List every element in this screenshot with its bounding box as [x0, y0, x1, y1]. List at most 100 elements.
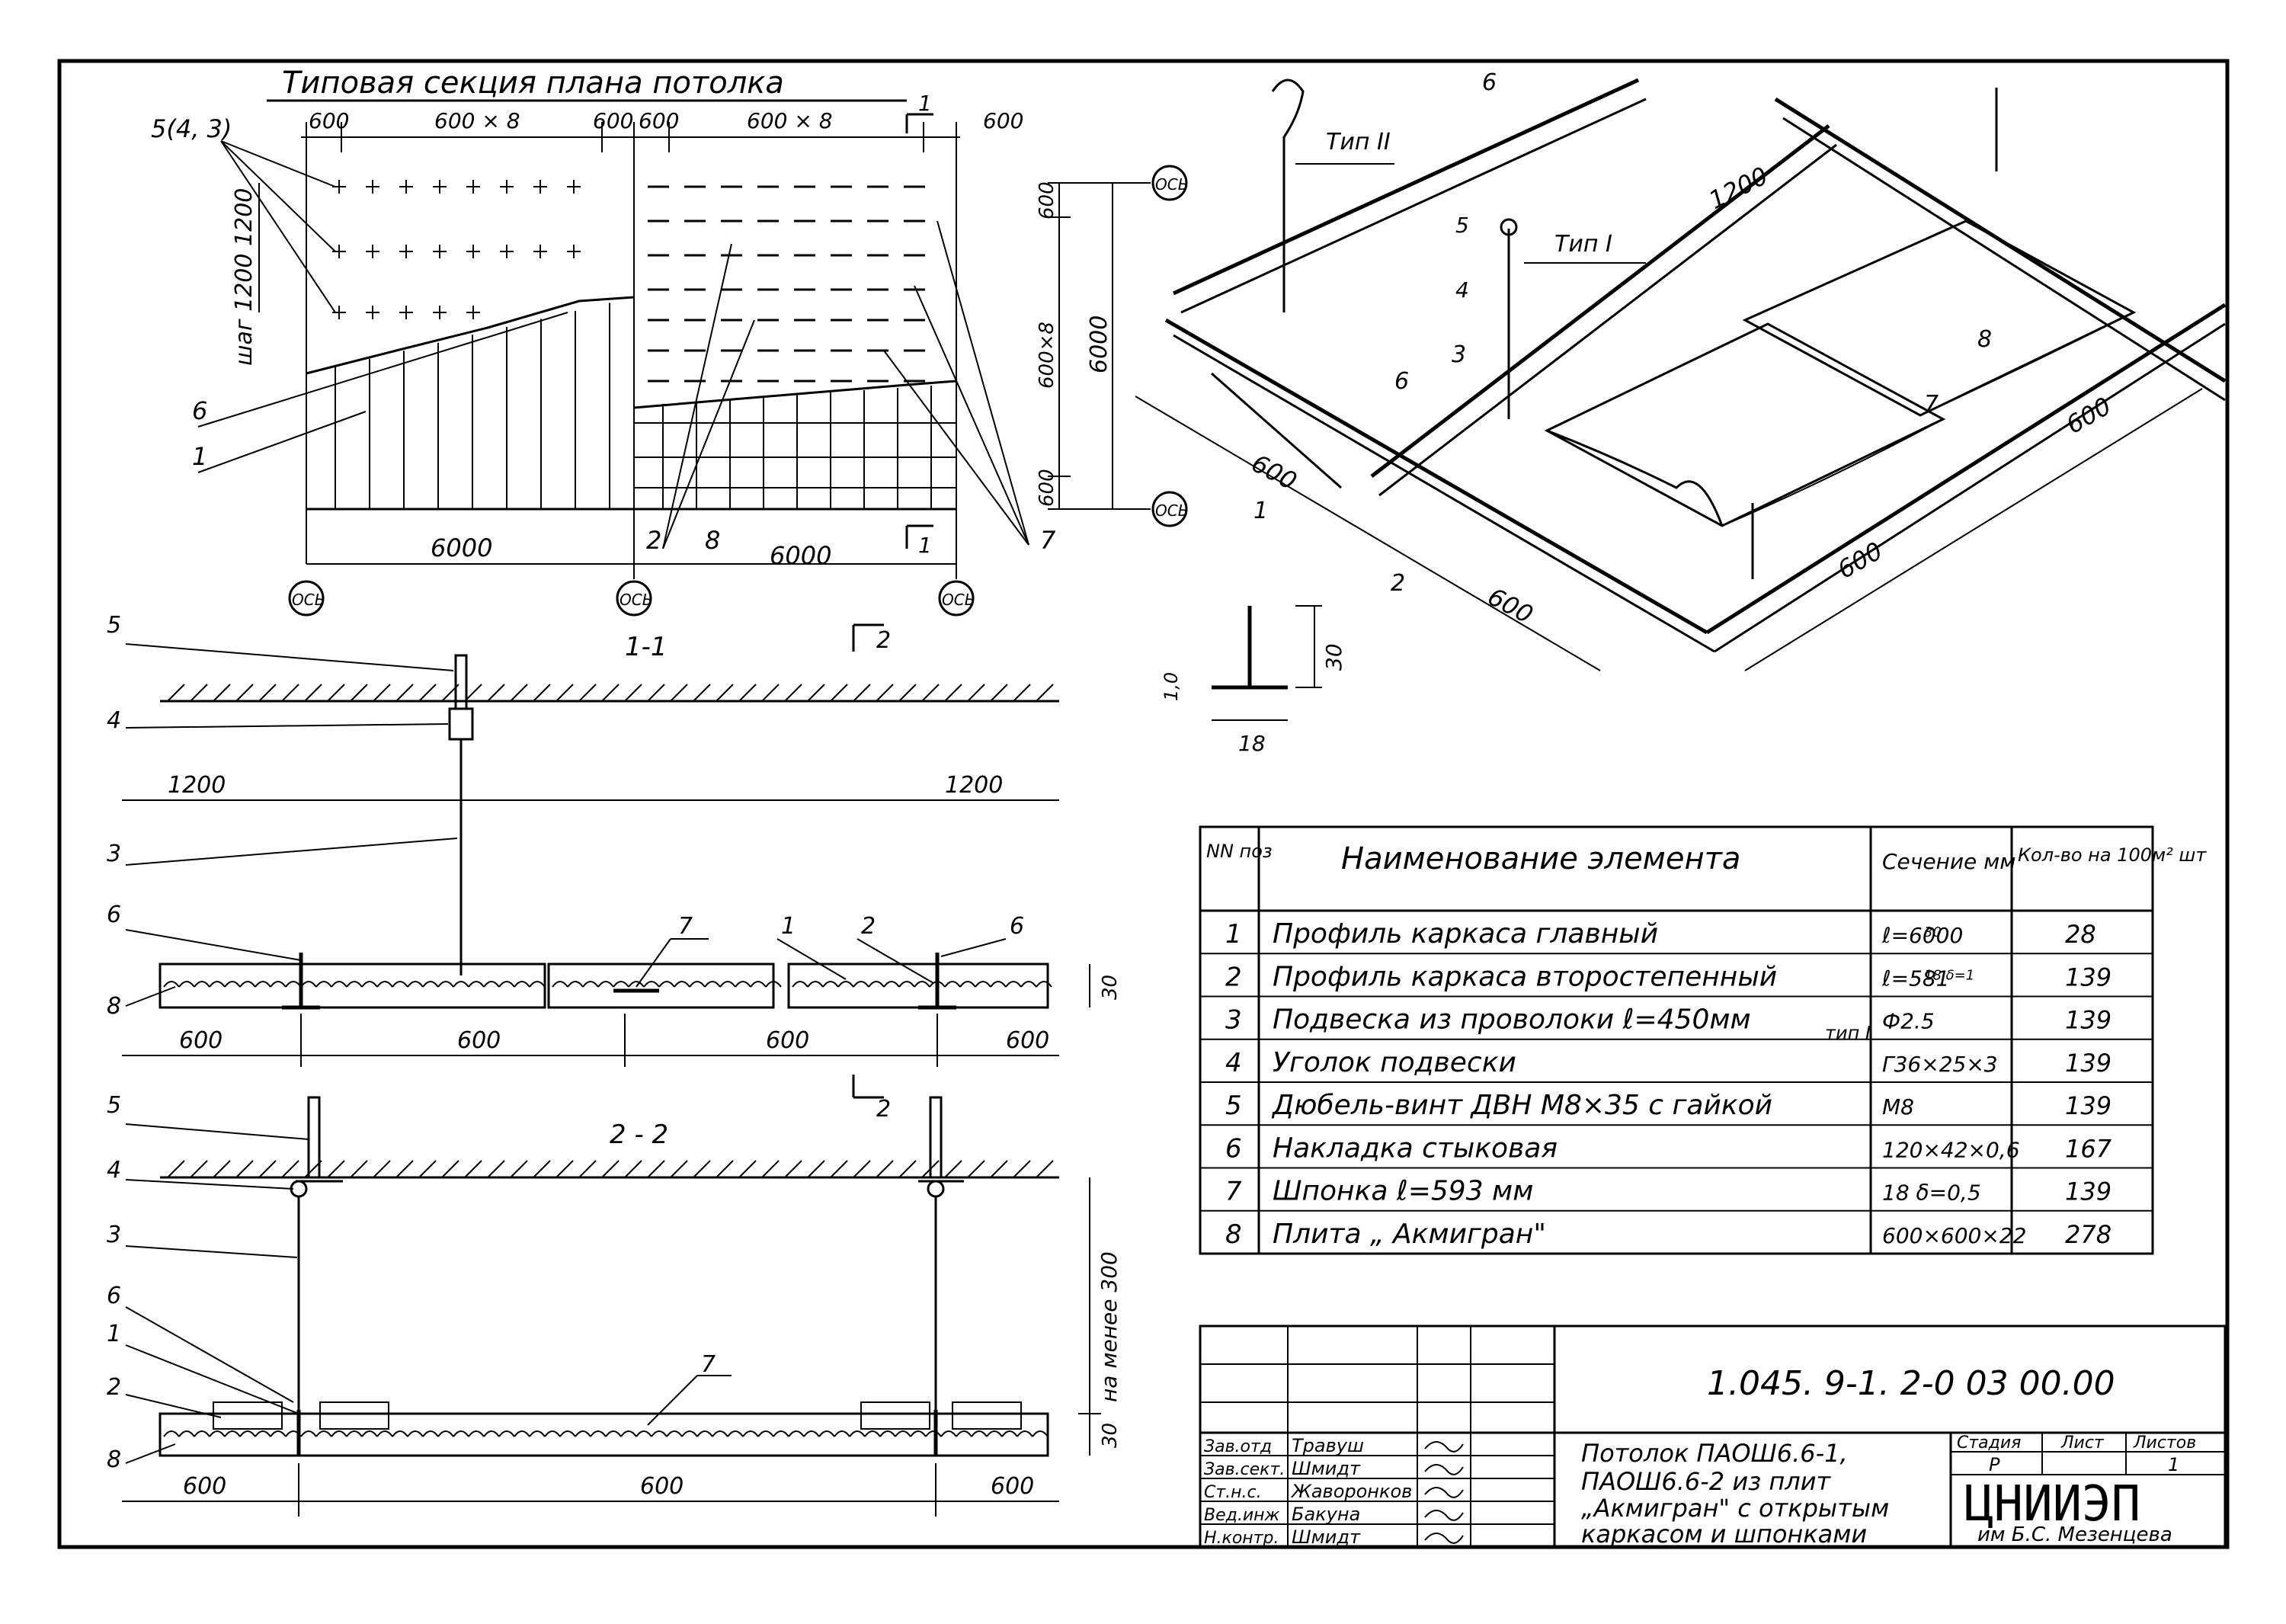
hatch-line [327, 1160, 345, 1178]
section-label: 1 [107, 1321, 121, 1347]
hatch-line [281, 684, 299, 702]
plan-leader-label: 7 [1040, 526, 1056, 555]
section-label: 8 [107, 1446, 121, 1473]
plan-crosses [332, 180, 581, 319]
row-section: ℓ=581 [1881, 966, 1949, 991]
doc-code: 1.045. 9-1. 2-0 03 00.00 [1707, 1364, 2115, 1403]
iso-label: 1 [1253, 498, 1268, 524]
plan-dim-top: 600 × 8 [434, 108, 520, 133]
table-header: Сечение мм [1882, 849, 2015, 874]
plan-tee-dashes [648, 185, 925, 383]
sheet-frame [57, 59, 2230, 1549]
hatch-line [693, 684, 711, 702]
plan-section-marker: 1 [918, 91, 932, 116]
row-section: 18 δ=0,5 [1882, 1180, 1981, 1206]
row-qty: 139 [2065, 1006, 2112, 1035]
hatch-line [578, 684, 597, 702]
section-label: 3 [107, 1222, 121, 1248]
signature [1424, 1441, 1464, 1453]
plan-leader-label: 1 [192, 442, 207, 471]
hatch-line [350, 1160, 368, 1178]
dowel-screw [307, 1096, 321, 1179]
hatch-line [967, 684, 985, 702]
hatch-line [830, 1160, 848, 1178]
hatch-line [784, 684, 802, 702]
axis-bubble [288, 580, 325, 617]
section-dim: 600 [640, 1473, 684, 1500]
hatch-line [990, 1160, 1008, 1178]
hatch-line [235, 684, 254, 702]
hatch-line [624, 684, 642, 702]
hatch-line [373, 1160, 391, 1178]
plan-section-marker: 1 [918, 533, 932, 558]
hatch-line [555, 684, 574, 702]
axis-bubble-label: ОСЬ [1155, 501, 1188, 520]
hatch-line [555, 1160, 574, 1178]
hatch-line [784, 1160, 802, 1178]
hatch-line [647, 684, 665, 702]
hatch-line [235, 1160, 254, 1178]
section-dim: 30 [1099, 975, 1122, 1000]
doc-description: „Акмигран" с открытым [1581, 1494, 1889, 1523]
panel-fill [163, 981, 1052, 988]
hatch-line [693, 1160, 711, 1178]
row-type-note: тип I [1825, 1023, 1871, 1044]
hatch-line [213, 684, 231, 702]
hanger-wire [1271, 78, 1305, 312]
section-dim: 30 [1099, 1423, 1122, 1448]
row-number: 4 [1225, 1048, 1242, 1078]
plan-leader-label: 8 [705, 526, 720, 555]
plan-dim-right: 600×8 [1036, 322, 1058, 389]
ceiling-tile [1742, 219, 2137, 417]
row-section: Г36×25×3 [1882, 1052, 1998, 1077]
org-name: ЦНИИЭП [1964, 1476, 2140, 1533]
cut-marker: 2 [876, 627, 891, 654]
row-name: Профиль каркаса главный [1273, 918, 1658, 950]
section-label: 5 [107, 612, 121, 639]
hatch-line [167, 1160, 185, 1178]
signer-name: Шмидт [1292, 1458, 1361, 1479]
hatch-line [441, 1160, 459, 1178]
iso-type-label: Тип II [1326, 129, 1391, 155]
hatch-line [738, 1160, 757, 1178]
stage-header: Стадия [1957, 1433, 2021, 1453]
mineral-fill [163, 981, 546, 988]
profile-dim: 18 [1238, 731, 1266, 756]
section-label: 6 [107, 902, 121, 928]
signer-role: Вед.инж [1204, 1506, 1280, 1525]
ceiling-tile [1544, 322, 1946, 527]
hatch-line [830, 684, 848, 702]
axis-bubble-label: ОСЬ [292, 591, 325, 609]
row-number: 1 [1225, 919, 1242, 950]
row-section-extra: 30 [1924, 924, 1942, 940]
section-label: 8 [107, 993, 121, 1020]
section-label: 2 [861, 913, 876, 940]
panel-strip [547, 963, 775, 1009]
iso-label: 7 [1924, 391, 1939, 418]
hatch-line [761, 684, 780, 702]
plan-leader-label: 6 [192, 396, 207, 425]
section-dim: 600 [1006, 1027, 1049, 1054]
iso-label: 4 [1455, 277, 1469, 303]
doc-description: ПАОШ6.6-2 из плит [1581, 1467, 1831, 1496]
row-number: 5 [1225, 1091, 1242, 1121]
stage-value: Р [1989, 1454, 2000, 1475]
plan-leader-label: 2 [646, 526, 661, 555]
plan-dim-bottom: 6000 [770, 541, 831, 570]
hatch-line [647, 1160, 665, 1178]
plan-dim-top: 600 [593, 108, 633, 133]
hatch-line [898, 684, 917, 702]
mineral-fill [792, 981, 1052, 988]
plan-dim-right: 6000 [1086, 316, 1113, 373]
org-sub: им Б.С. Мезенцева [1977, 1523, 2172, 1546]
hatch-line [853, 1160, 871, 1178]
row-qty: 139 [2065, 963, 2112, 991]
